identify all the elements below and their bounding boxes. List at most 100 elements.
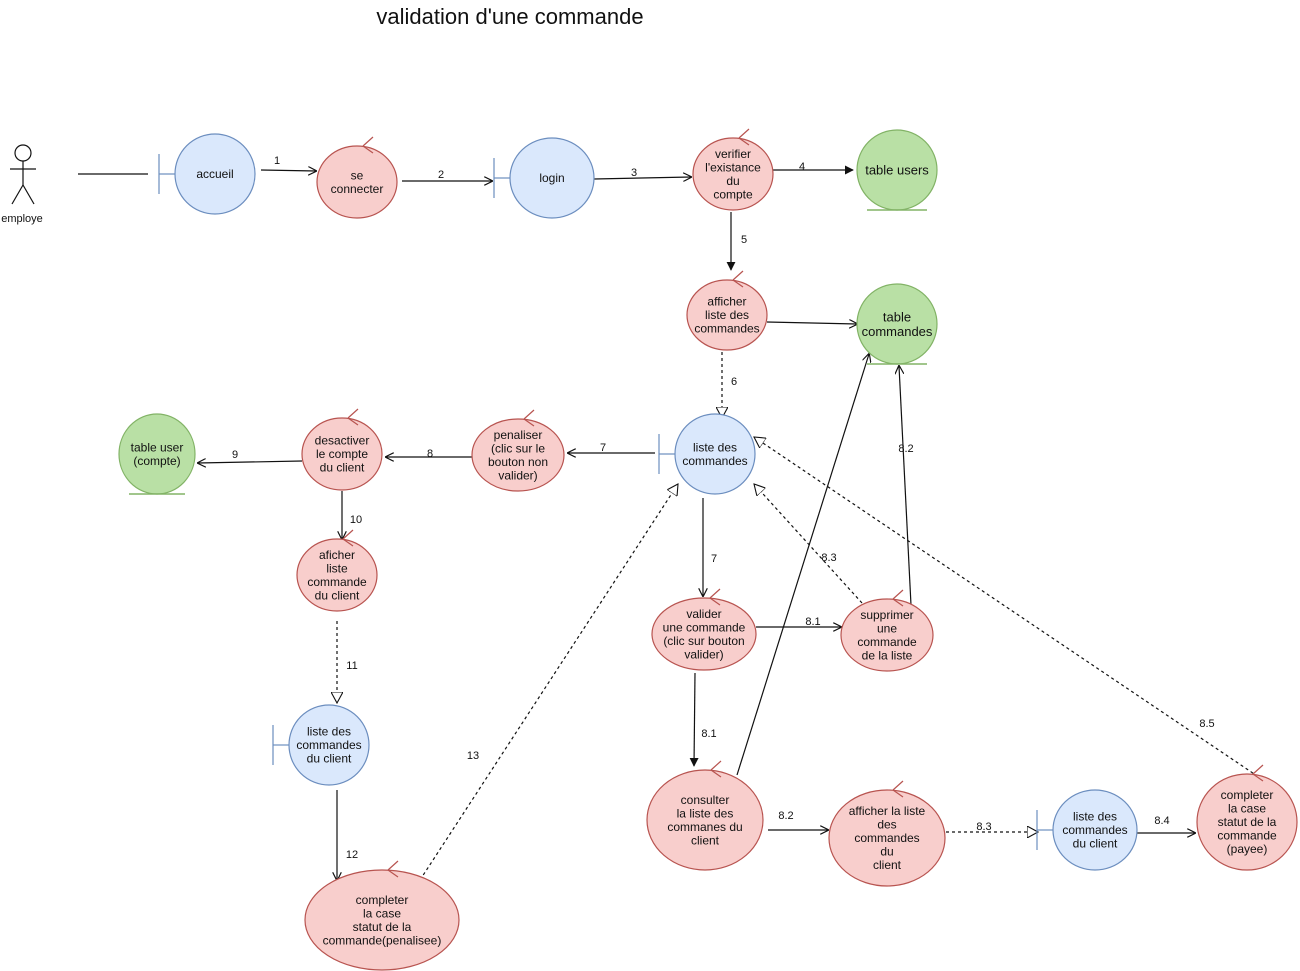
edge-13[interactable]	[419, 484, 678, 881]
edge-8-3-up[interactable]	[754, 484, 863, 604]
control-shape	[1196, 773, 1298, 871]
control-arrowhead	[710, 760, 722, 778]
control-arrowhead	[342, 529, 354, 547]
edge-label-e13: 13	[467, 750, 479, 762]
node-label: table user(compte)	[131, 440, 184, 468]
control-shape	[471, 418, 565, 492]
node-accueil[interactable]: accueil	[158, 133, 256, 215]
control-shape	[304, 869, 460, 971]
edge-label-e2: 2	[438, 169, 444, 181]
edge-label-e82a: 8.2	[898, 443, 913, 455]
edge-8-1-down[interactable]	[689, 672, 699, 767]
node-table-user-compte[interactable]: table user(compte)	[118, 413, 196, 495]
node-table-users[interactable]: table users	[856, 129, 938, 211]
edge-8-2-up[interactable]	[899, 366, 912, 606]
edge-label-e7b: 7	[711, 553, 717, 565]
edge-label-e83a: 8.3	[821, 552, 836, 564]
control-shape	[301, 417, 383, 491]
actor-label: employe	[1, 213, 43, 225]
actor-employe[interactable]: employe	[1, 144, 43, 225]
edge-label-e11: 11	[346, 660, 357, 672]
control-arrowhead	[1252, 764, 1264, 782]
diagram-title: validation d'une commande	[376, 4, 644, 29]
edge-label-e81a: 8.1	[805, 616, 820, 628]
edge-label-e1: 1	[274, 155, 280, 167]
control-shape	[296, 538, 378, 612]
control-arrowhead	[892, 780, 904, 798]
control-shape	[651, 597, 757, 671]
edge-label-e8: 8	[427, 448, 433, 460]
control-shape	[692, 137, 774, 211]
edge-label-e6: 6	[731, 376, 737, 388]
control-arrowhead	[387, 860, 399, 878]
edge-1[interactable]	[260, 170, 316, 171]
node-label: accueil	[196, 167, 233, 181]
edge-label-e83b: 8.3	[976, 821, 991, 833]
edge-label-e85: 8.5	[1199, 718, 1214, 730]
edge-label-e12: 12	[346, 849, 358, 861]
edge-consulter-table[interactable]	[736, 354, 869, 776]
edge-label-e82b: 8.2	[778, 810, 793, 822]
node-login[interactable]: login	[493, 137, 595, 219]
control-arrowhead	[347, 408, 359, 426]
control-shape	[840, 598, 934, 672]
control-arrowhead	[738, 128, 750, 146]
control-shape	[686, 279, 768, 351]
control-shape	[646, 769, 764, 871]
edge-afficher-table[interactable]	[766, 322, 857, 324]
control-shape	[316, 145, 398, 219]
edge-label-e4: 4	[799, 161, 805, 173]
edge-label-e5: 5	[741, 234, 747, 246]
control-arrowhead	[362, 136, 374, 154]
edge-label-e10: 10	[350, 514, 362, 526]
edge-8-5[interactable]	[754, 437, 1279, 791]
edge-label-e84: 8.4	[1154, 815, 1169, 827]
control-arrowhead	[732, 270, 744, 288]
edges	[198, 165, 1279, 881]
edge-label-e9: 9	[232, 449, 238, 461]
edge-label-e7a: 7	[600, 442, 606, 454]
control-arrowhead	[892, 589, 904, 607]
edge-9[interactable]	[198, 461, 303, 463]
edge-label-e81b: 8.1	[701, 728, 716, 740]
control-arrowhead	[709, 588, 721, 606]
control-shape	[828, 789, 946, 887]
node-label: login	[539, 171, 564, 185]
edge-3[interactable]	[593, 177, 691, 179]
